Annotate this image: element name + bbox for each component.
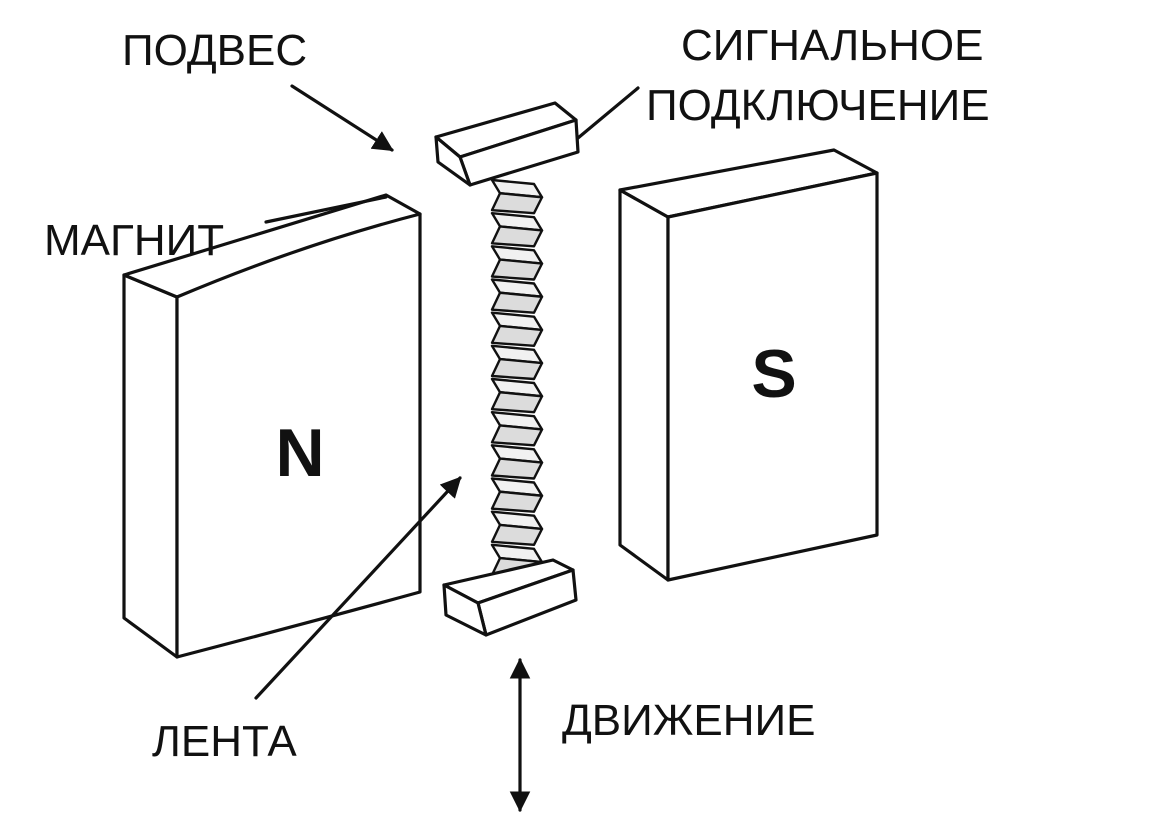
ribbon-fold-lower (490, 192, 544, 215)
south-pole-label: S (751, 336, 796, 412)
ribbon-fold-lower (490, 424, 544, 447)
magnet-leader-line (264, 195, 388, 224)
ribbon-label: ЛЕНТА (152, 717, 297, 766)
signal-leader-line (576, 86, 640, 140)
north-pole-label: N (275, 415, 324, 491)
north-magnet: N (122, 193, 422, 659)
ribbon-fold-lower (490, 457, 544, 480)
bottom-clamp-side-face (442, 583, 488, 637)
ribbon-fold-lower (490, 291, 544, 314)
ribbon (490, 178, 544, 580)
ribbon-fold-lower (490, 324, 544, 348)
suspension-label: ПОДВЕС (122, 26, 307, 75)
ribbon-fold-lower (490, 523, 544, 547)
south-magnet-side-face (618, 188, 670, 582)
ribbon-fold-lower (490, 391, 544, 414)
top-clamp-side-face (434, 135, 472, 187)
top-clamp (434, 101, 580, 187)
ribbon-fold-lower (490, 258, 544, 281)
signal-connection-label-line1: СИГНАЛЬНОЕ (681, 21, 983, 70)
ribbon-fold-lower (490, 357, 544, 381)
signal-connection-label-line2: ПОДКЛЮЧЕНИЕ (646, 81, 990, 130)
ribbon-fold-lower (490, 225, 544, 248)
north-magnet-side-face (122, 273, 179, 659)
south-magnet-front-face (666, 171, 879, 582)
magnet-label: МАГНИТ (44, 216, 224, 265)
bottom-clamp (442, 558, 578, 637)
south-magnet: S (618, 148, 879, 582)
ribbon-fold-lower (490, 490, 544, 513)
motion-label: ДВИЖЕНИЕ (562, 696, 816, 745)
ribbon-arrow (254, 476, 462, 700)
suspension-arrow (290, 84, 394, 152)
north-magnet-front-face (175, 212, 422, 659)
